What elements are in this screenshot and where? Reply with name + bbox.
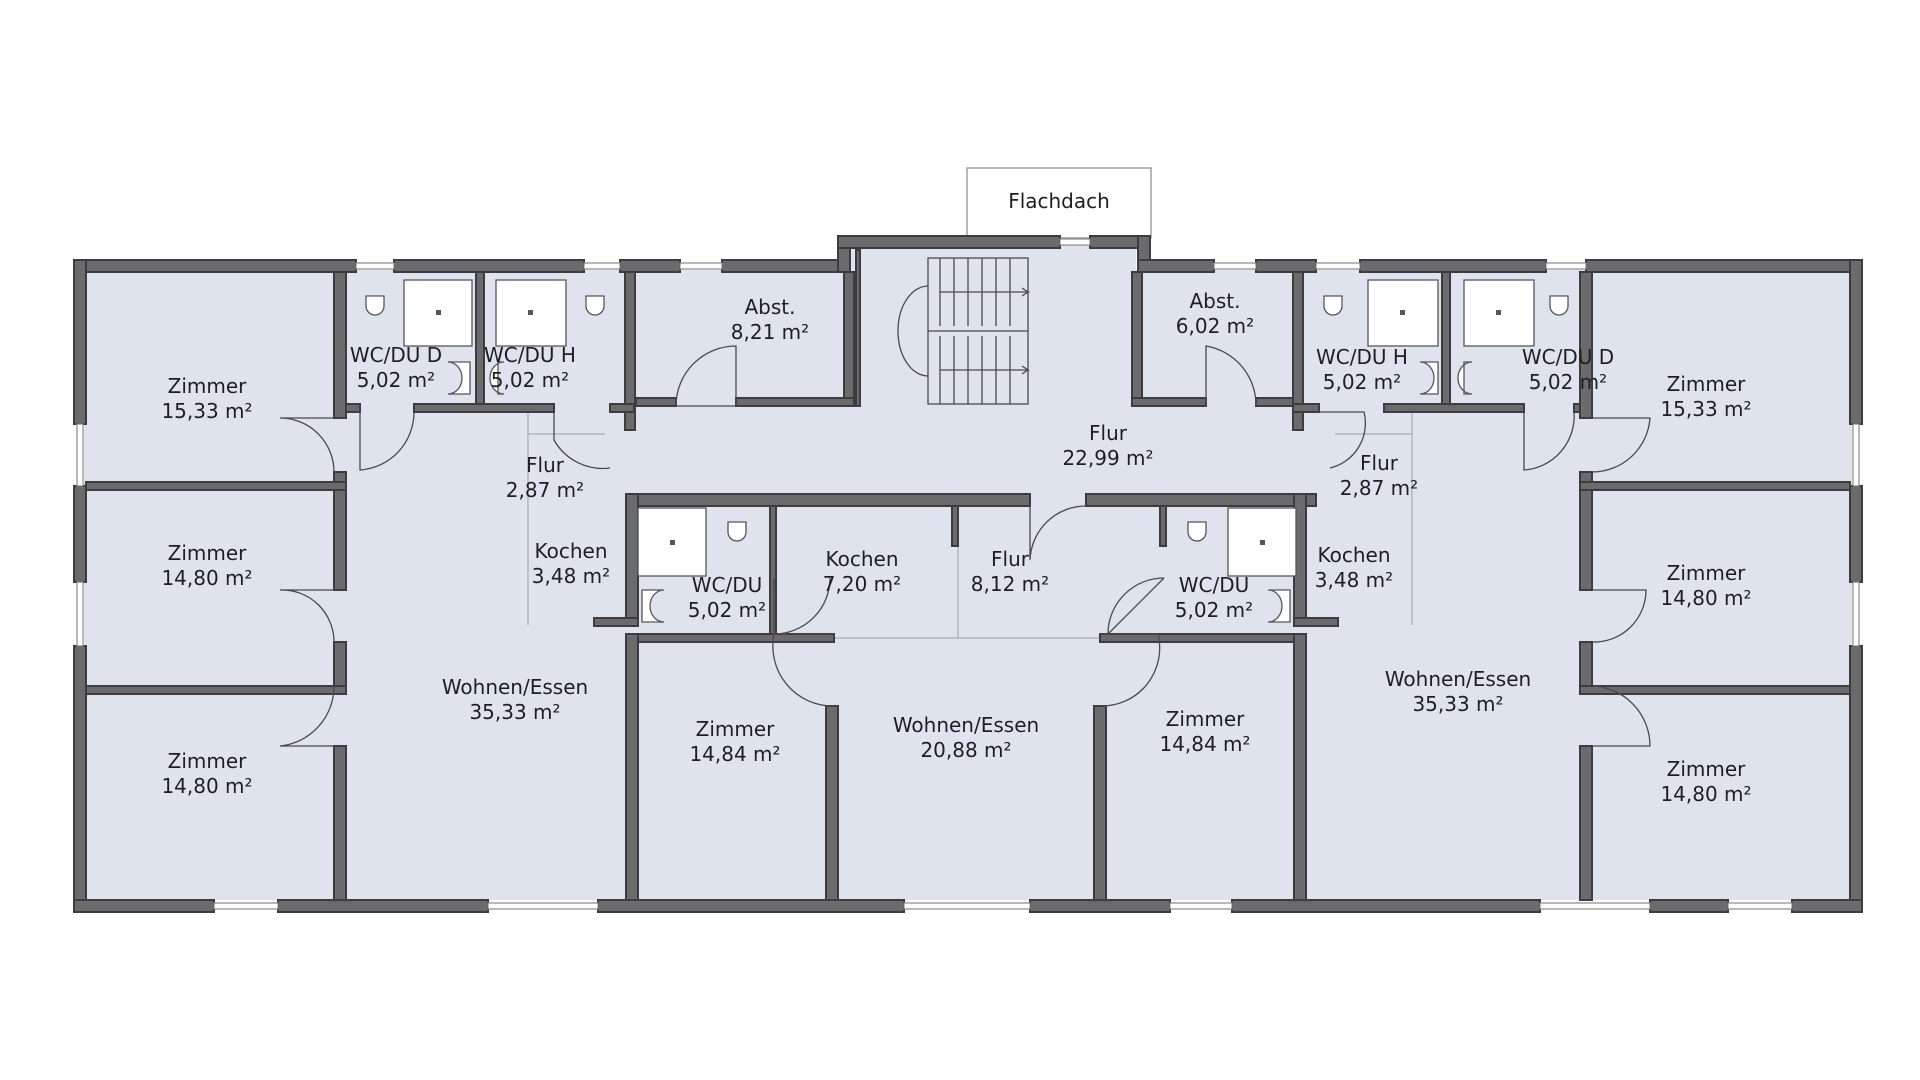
room-area: 5,02 m²: [1175, 598, 1253, 622]
room-label-abst-right: Abst.6,02 m²: [1176, 289, 1254, 338]
room-name: Wohnen/Essen: [442, 675, 588, 699]
room-label-abst-left: Abst.8,21 m²: [731, 295, 809, 344]
room-area: 5,02 m²: [357, 368, 435, 392]
room-area: 14,80 m²: [1660, 586, 1751, 610]
walls: [73, 235, 1863, 913]
room-area: 5,02 m²: [1323, 370, 1401, 394]
room-name: WC/DU D: [1522, 345, 1614, 369]
room-name: WC/DU: [692, 573, 763, 597]
room-label-wcdu-d-left: WC/DU D5,02 m²: [350, 343, 442, 392]
room-area: 2,87 m²: [1340, 476, 1418, 500]
room-area: 5,02 m²: [1529, 370, 1607, 394]
room-area: 7,20 m²: [823, 572, 901, 596]
room-name: Abst.: [745, 295, 796, 319]
room-name: Zimmer: [168, 749, 248, 773]
flachdach-label: Flachdach: [1008, 189, 1110, 213]
staircase: [897, 257, 1031, 405]
room-name: Zimmer: [1166, 707, 1246, 731]
room-name: Zimmer: [168, 541, 248, 565]
room-area: 5,02 m²: [491, 368, 569, 392]
room-label-wcdu-d-right: WC/DU D5,02 m²: [1522, 345, 1614, 394]
room-area: 3,48 m²: [1315, 568, 1393, 592]
room-label-wcdu-h-right: WC/DU H5,02 m²: [1316, 345, 1408, 394]
room-area: 8,12 m²: [971, 572, 1049, 596]
room-area: 15,33 m²: [161, 399, 252, 423]
flachdach-area: Flachdach: [966, 167, 1152, 239]
room-area: 14,84 m²: [1159, 732, 1250, 756]
room-area: 8,21 m²: [731, 320, 809, 344]
room-name: Flur: [526, 453, 565, 477]
doors: [279, 345, 1651, 747]
room-area: 35,33 m²: [469, 700, 560, 724]
room-name: Flur: [991, 547, 1030, 571]
room-name: Flur: [1089, 421, 1128, 445]
room-area: 5,02 m²: [688, 598, 766, 622]
room-label-wcdu-h-left: WC/DU H5,02 m²: [484, 343, 576, 392]
windows: [76, 238, 1860, 910]
room-name: Zimmer: [168, 374, 248, 398]
room-name: Zimmer: [1667, 757, 1747, 781]
room-name: WC/DU H: [484, 343, 576, 367]
room-name: Wohnen/Essen: [893, 713, 1039, 737]
room-area: 3,48 m²: [532, 564, 610, 588]
room-area: 20,88 m²: [920, 738, 1011, 762]
room-label-wcdu-center-right: WC/DU5,02 m²: [1175, 573, 1253, 622]
room-area: 2,87 m²: [506, 478, 584, 502]
room-name: Zimmer: [696, 717, 776, 741]
room-label-wcdu-center-left: WC/DU5,02 m²: [688, 573, 766, 622]
room-name: WC/DU D: [350, 343, 442, 367]
room-area: 14,80 m²: [161, 774, 252, 798]
room-name: Zimmer: [1667, 372, 1747, 396]
room-name: WC/DU H: [1316, 345, 1408, 369]
room-area: 14,80 m²: [161, 566, 252, 590]
room-area: 22,99 m²: [1062, 446, 1153, 470]
room-name: Zimmer: [1667, 561, 1747, 585]
room-area: 15,33 m²: [1660, 397, 1751, 421]
room-name: Kochen: [534, 539, 607, 563]
room-name: Flur: [1360, 451, 1399, 475]
room-name: WC/DU: [1179, 573, 1250, 597]
room-name: Kochen: [1317, 543, 1390, 567]
room-area: 35,33 m²: [1412, 692, 1503, 716]
room-name: Kochen: [825, 547, 898, 571]
room-name: Wohnen/Essen: [1385, 667, 1531, 691]
room-name: Abst.: [1190, 289, 1241, 313]
sanitary-fixtures: [365, 279, 1569, 623]
room-area: 14,84 m²: [689, 742, 780, 766]
room-area: 14,80 m²: [1660, 782, 1751, 806]
room-area: 6,02 m²: [1176, 314, 1254, 338]
